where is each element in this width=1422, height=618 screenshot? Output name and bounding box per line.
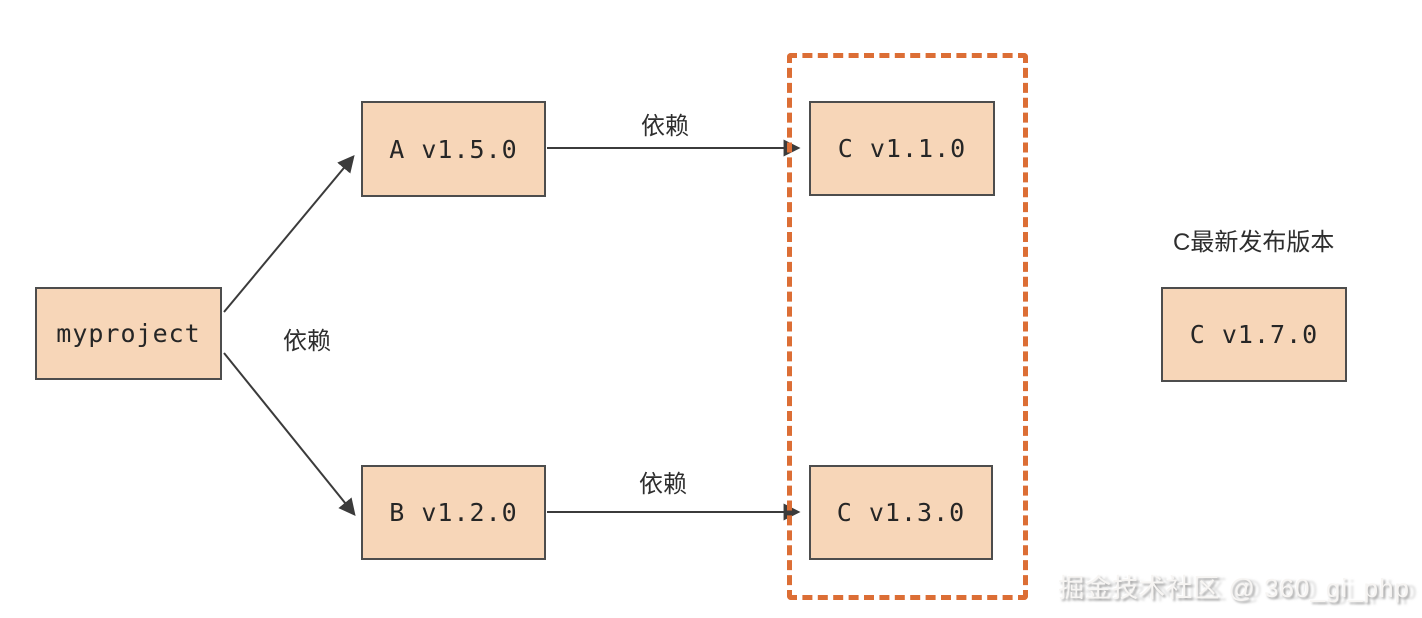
- arrow-myproject-to-a: [223, 155, 355, 313]
- node-b-v1-2-0: B v1.2.0: [361, 465, 546, 560]
- edge-label-depends-top: 依赖: [641, 113, 689, 140]
- node-c-v1-7-0: C v1.7.0: [1161, 287, 1347, 382]
- node-myproject: myproject: [35, 287, 222, 380]
- latest-release-caption: C最新发布版本: [1173, 229, 1335, 256]
- edge-label-depends-root: 依赖: [283, 328, 331, 355]
- node-a-v1-5-0: A v1.5.0: [361, 101, 546, 197]
- node-c-v1-3-0: C v1.3.0: [809, 465, 993, 560]
- edge-label-depends-bottom: 依赖: [639, 471, 687, 498]
- arrow-myproject-to-b: [223, 352, 356, 516]
- conflicting-versions-group: [787, 53, 1028, 600]
- node-c-v1-1-0: C v1.1.0: [809, 101, 995, 196]
- watermark: 掘金技术社区 @ 360_gi_php: [1058, 573, 1410, 603]
